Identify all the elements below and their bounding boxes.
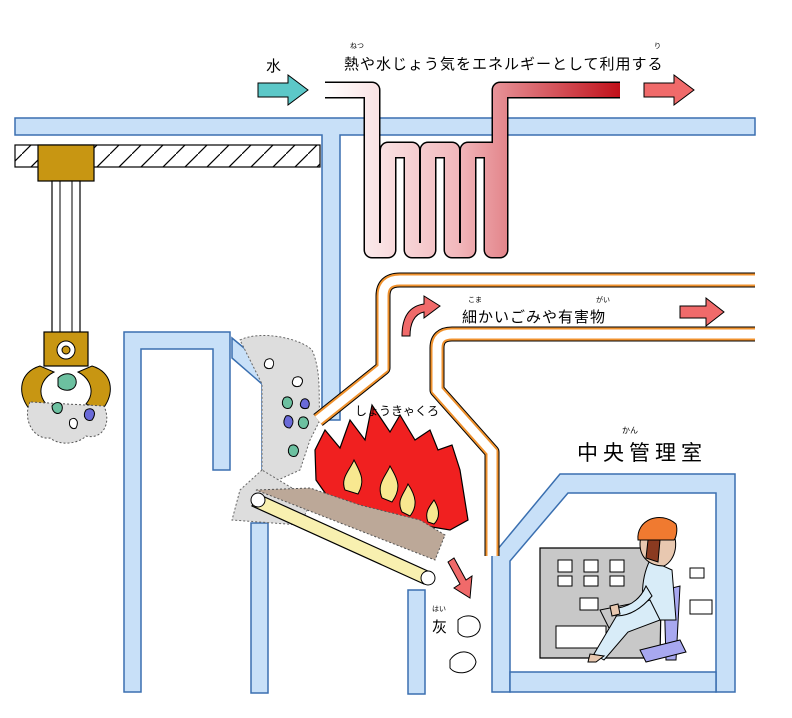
arrow-dust-out — [679, 296, 725, 328]
arrow-dust-up — [401, 295, 441, 337]
ruby-gai: がい — [596, 296, 610, 304]
ash-pile — [449, 615, 481, 674]
ruby-hai: はい — [432, 605, 446, 613]
ruby-ri: り — [654, 42, 661, 50]
label-water: 水 — [266, 57, 282, 75]
grate-conveyor — [250, 487, 446, 586]
label-incinerator: しょうきゃくろ — [355, 404, 440, 418]
label-ash: 灰 — [432, 618, 448, 636]
furnace-inner — [315, 275, 755, 556]
arrow-energy-out — [643, 74, 695, 106]
arrow-ash-down — [447, 557, 473, 599]
label-control-room: 中央管理室 — [577, 441, 707, 465]
ruby-netsu: ねつ — [350, 42, 364, 50]
steam-pipe — [325, 81, 620, 259]
label-heat-use: 熱や水じょう気をエネルギーとして利用する — [344, 55, 664, 73]
flames — [314, 403, 469, 531]
control-panel — [539, 547, 713, 659]
label-fine-dust: 細かいごみや有害物 — [462, 308, 607, 326]
crane — [21, 144, 111, 444]
ruby-koma: こま — [468, 296, 482, 304]
arrow-water-in — [257, 74, 309, 106]
operator — [587, 516, 687, 663]
ruby-kan: かん — [622, 426, 638, 435]
